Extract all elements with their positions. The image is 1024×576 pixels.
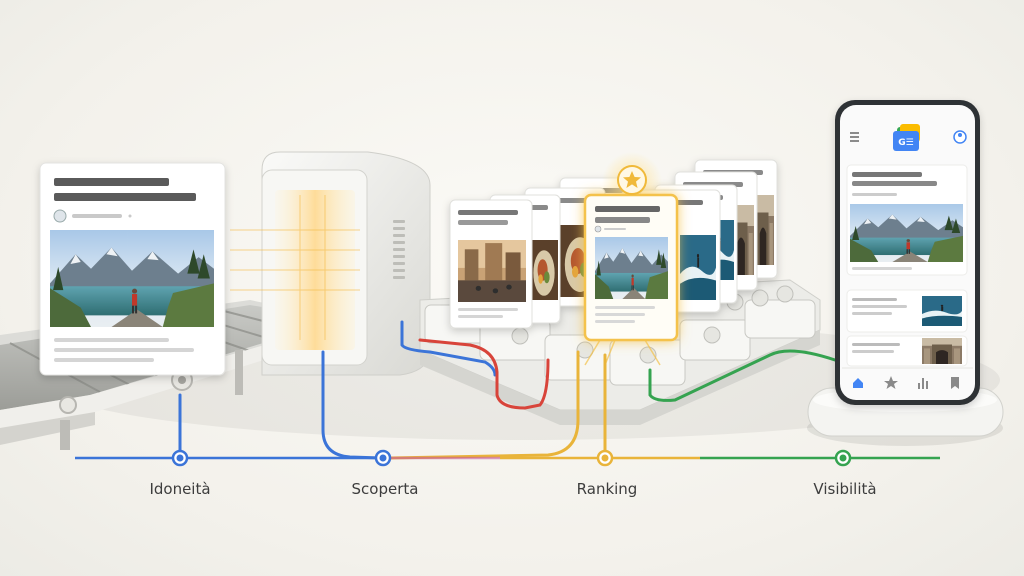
smartphone: G☰ xyxy=(835,100,980,405)
feed-arch-thumbnail[interactable] xyxy=(922,338,962,364)
timeline xyxy=(75,449,940,467)
wire-red xyxy=(418,338,550,410)
author-avatar xyxy=(53,209,67,223)
star-icon[interactable] xyxy=(884,376,898,389)
feed-landscape-image[interactable] xyxy=(850,204,963,262)
highlighted-card xyxy=(583,152,679,342)
timeline-node xyxy=(596,449,614,467)
timeline-node xyxy=(171,449,189,467)
star-badge xyxy=(617,165,647,195)
svg-text:G☰: G☰ xyxy=(898,138,913,148)
timeline-node xyxy=(834,449,852,467)
vent-grille xyxy=(393,220,405,279)
menu-icon[interactable] xyxy=(850,132,859,142)
scanner-portal xyxy=(230,151,431,376)
stage-label-idoneita: Idoneità xyxy=(149,480,211,498)
stage-label-visibilita: Visibilità xyxy=(813,480,877,498)
bookmark-icon[interactable] xyxy=(951,377,959,389)
landscape-image xyxy=(50,230,214,327)
stack-card-city xyxy=(449,199,533,329)
feed-surf-thumbnail[interactable] xyxy=(922,296,962,326)
home-icon[interactable] xyxy=(853,378,863,388)
timeline-node xyxy=(374,449,392,467)
stage-label-scoperta: Scoperta xyxy=(351,480,419,498)
stage-label-ranking: Ranking xyxy=(576,480,638,498)
headline-bar xyxy=(54,178,169,186)
wire-green-1 xyxy=(648,349,837,402)
chart-icon[interactable] xyxy=(918,378,928,389)
wire-yellow-1 xyxy=(388,350,580,460)
profile-icon[interactable] xyxy=(953,130,967,144)
wire-blue-3 xyxy=(400,320,497,377)
google-news-logo: G☰ xyxy=(893,124,920,151)
article-card xyxy=(39,162,226,376)
selection-beam xyxy=(584,339,661,366)
